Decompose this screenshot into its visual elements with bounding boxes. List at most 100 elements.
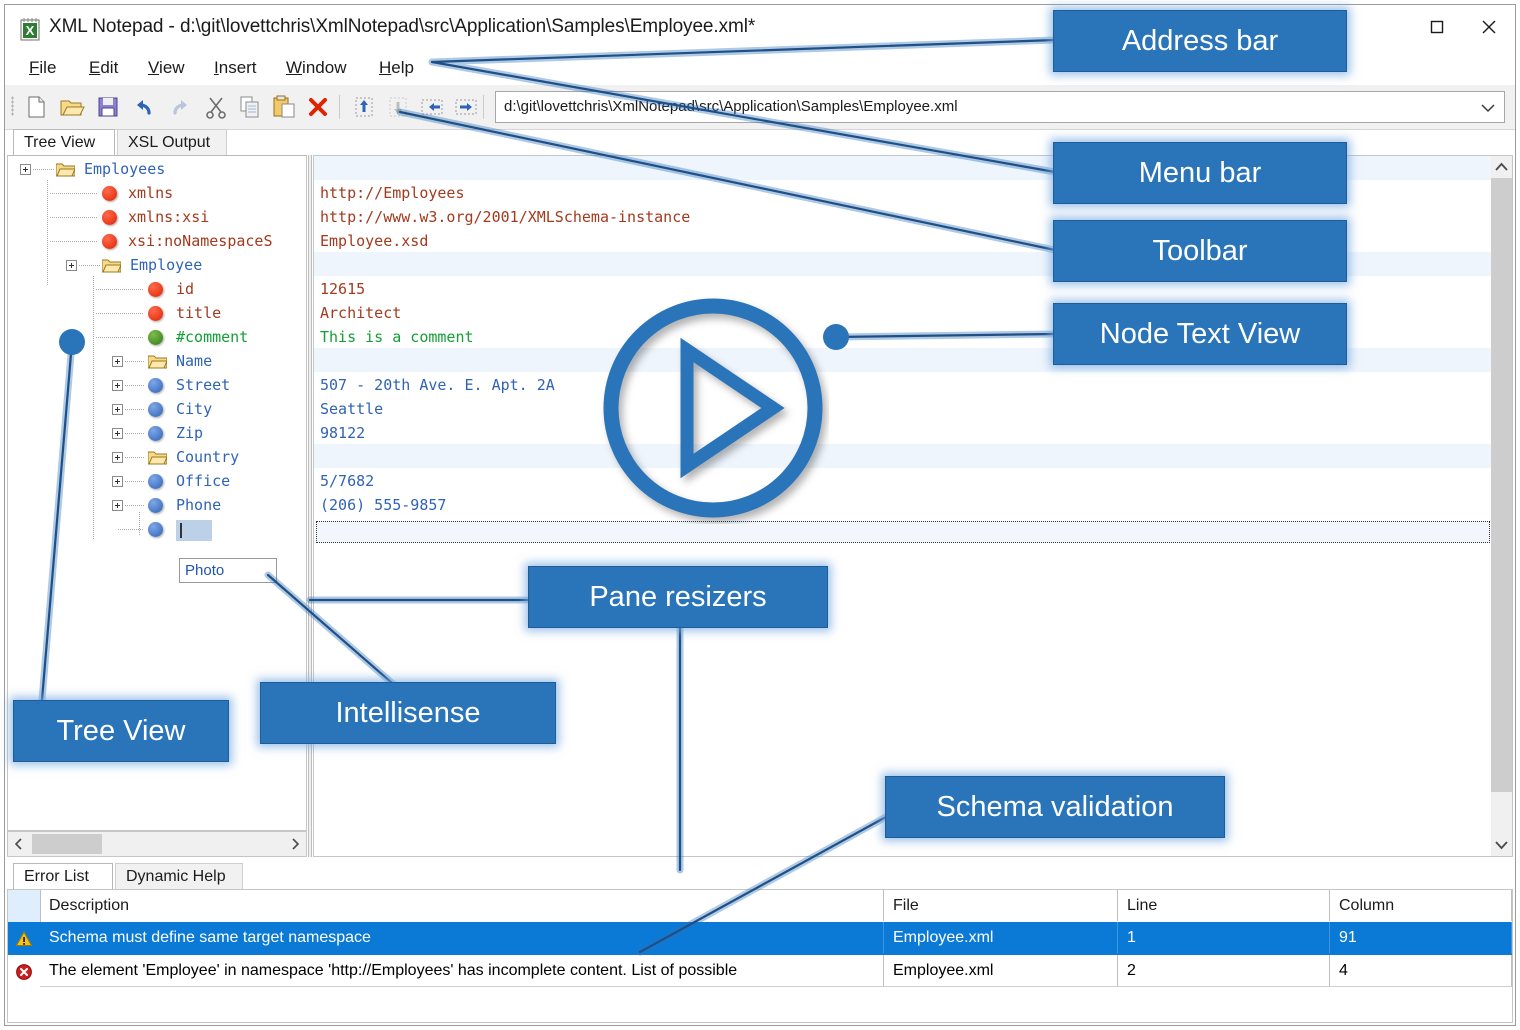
element-bullet-icon (148, 426, 163, 441)
node-text-vertical-scrollbar[interactable] (1491, 156, 1512, 856)
undo-icon[interactable] (129, 92, 159, 122)
tree-node-label: Street (176, 376, 231, 394)
chevron-up-icon[interactable] (1491, 156, 1512, 178)
tree-node-label: Employees (84, 160, 166, 178)
save-icon[interactable] (93, 92, 123, 122)
tree-connector (125, 385, 145, 386)
tree-node-id[interactable]: id (8, 278, 306, 302)
folder-icon (147, 354, 168, 369)
node-text-line: 507 - 20th Ave. E. Apt. 2A (320, 376, 555, 394)
vertical-pane-resizer[interactable] (308, 155, 312, 857)
tree-node-title[interactable]: title (8, 302, 306, 326)
expander-plus-icon[interactable] (112, 356, 123, 367)
tab-error-list[interactable]: Error List (13, 863, 113, 889)
tree-node-xsi-nonamespaceschemalocation[interactable]: xsi:noNamespaceS (8, 230, 306, 254)
expander-plus-icon[interactable] (112, 452, 123, 463)
node-text-line: (206) 555-9857 (320, 496, 447, 514)
tree-connector (50, 217, 98, 218)
address-bar[interactable]: d:\git\lovettchris\XmlNotepad\src\Applic… (495, 91, 1505, 123)
demote-icon[interactable] (451, 92, 481, 122)
open-icon[interactable] (57, 92, 87, 122)
warning-icon (8, 922, 40, 955)
element-bullet-icon (148, 498, 163, 513)
tree-node-name[interactable]: Name (8, 350, 306, 374)
tree-node-office[interactable]: Office (8, 470, 306, 494)
element-bullet-icon (148, 378, 163, 393)
tree-node-employees[interactable]: Employees (8, 158, 306, 182)
expander-minus-icon[interactable] (20, 164, 31, 175)
chevron-right-icon[interactable] (284, 832, 306, 856)
toolbar-separator-2 (483, 95, 484, 119)
tree-node-street[interactable]: Street (8, 374, 306, 398)
tree-node-name-input[interactable] (176, 520, 212, 541)
tree-node-comment[interactable]: #comment (8, 326, 306, 350)
node-text-view-pane[interactable]: http://Employees http://www.w3.org/2001/… (313, 155, 1513, 857)
tree-horizontal-scrollbar[interactable] (7, 831, 307, 857)
address-input[interactable]: d:\git\lovettchris\XmlNotepad\src\Applic… (504, 98, 958, 115)
cell-file: Employee.xml (884, 955, 1118, 987)
move-up-icon[interactable] (349, 92, 379, 122)
scrollbar-thumb[interactable] (1491, 178, 1512, 792)
tab-dynamic-help[interactable]: Dynamic Help (115, 863, 243, 889)
menu-item-window[interactable]: Window (286, 58, 347, 77)
error-list-grid[interactable]: Description File Line Column Schema must… (7, 889, 1513, 1023)
scrollbar-thumb[interactable] (32, 834, 102, 854)
promote-icon[interactable] (417, 92, 447, 122)
tree-node-label: title (176, 304, 222, 322)
toolbar-grip[interactable] (11, 96, 14, 116)
menu-item-file[interactable]: File (29, 58, 57, 77)
column-header-description[interactable]: Description (40, 890, 884, 921)
menu-item-insert[interactable]: Insert (214, 58, 257, 77)
expander-plus-icon[interactable] (112, 428, 123, 439)
row-stripe (314, 348, 1492, 372)
tree-node-city[interactable]: City (8, 398, 306, 422)
menu-item-edit[interactable]: Edit (89, 58, 119, 77)
tree-node-new-element[interactable] (8, 518, 306, 542)
tree-node-xmlns-xsi[interactable]: xmlns:xsi (8, 206, 306, 230)
chevron-left-icon[interactable] (8, 832, 30, 856)
expander-plus-icon[interactable] (112, 476, 123, 487)
column-header-column[interactable]: Column (1330, 890, 1512, 921)
tree-node-xmlns[interactable]: xmlns (8, 182, 306, 206)
expander-plus-icon[interactable] (112, 404, 123, 415)
intellisense-option-photo[interactable]: Photo (185, 562, 225, 579)
redo-icon[interactable] (165, 92, 195, 122)
tree-node-employee[interactable]: Employee (8, 254, 306, 278)
table-row[interactable]: Schema must define same target namespace… (8, 922, 1512, 955)
tree-view-pane[interactable]: Employees xmlns xmlns:xsi xsi:noNamespac… (7, 155, 307, 831)
chevron-down-icon[interactable] (1480, 101, 1496, 119)
intellisense-dropdown[interactable]: Photo (179, 558, 277, 583)
expander-plus-icon[interactable] (112, 380, 123, 391)
column-header-line[interactable]: Line (1118, 890, 1330, 921)
paste-icon[interactable] (269, 92, 299, 122)
menu-item-help[interactable]: Help (379, 58, 414, 77)
delete-icon[interactable] (303, 92, 333, 122)
folder-icon (55, 162, 76, 177)
column-header-file[interactable]: File (884, 890, 1118, 921)
play-video-icon[interactable] (597, 292, 829, 524)
maximize-button[interactable] (1413, 5, 1461, 49)
new-icon[interactable] (21, 92, 51, 122)
close-button[interactable] (1465, 5, 1513, 49)
cell-description: Schema must define same target namespace (40, 922, 884, 954)
attribute-bullet-icon (102, 186, 117, 201)
node-value-input[interactable] (316, 521, 1490, 543)
menu-item-view[interactable]: View (148, 58, 185, 77)
tree-connector (50, 193, 98, 194)
expander-minus-icon[interactable] (66, 260, 77, 271)
tree-node-country[interactable]: Country (8, 446, 306, 470)
error-pane-tab-strip: Error List Dynamic Help (7, 863, 1513, 889)
move-down-icon[interactable] (383, 92, 413, 122)
chevron-down-icon[interactable] (1491, 834, 1512, 856)
title-bar: X XML Notepad - d:\git\lovettchris\XmlNo… (5, 5, 1515, 51)
tree-node-phone[interactable]: Phone (8, 494, 306, 518)
expander-plus-icon[interactable] (112, 500, 123, 511)
tree-node-zip[interactable]: Zip (8, 422, 306, 446)
tab-tree-view[interactable]: Tree View (13, 129, 115, 155)
tab-xsl-output[interactable]: XSL Output (117, 129, 227, 155)
cut-icon[interactable] (201, 92, 231, 122)
copy-icon[interactable] (235, 92, 265, 122)
tree-node-label: Employee (130, 256, 203, 274)
table-row[interactable]: The element 'Employee' in namespace 'htt… (8, 955, 1512, 988)
row-stripe (314, 444, 1492, 468)
